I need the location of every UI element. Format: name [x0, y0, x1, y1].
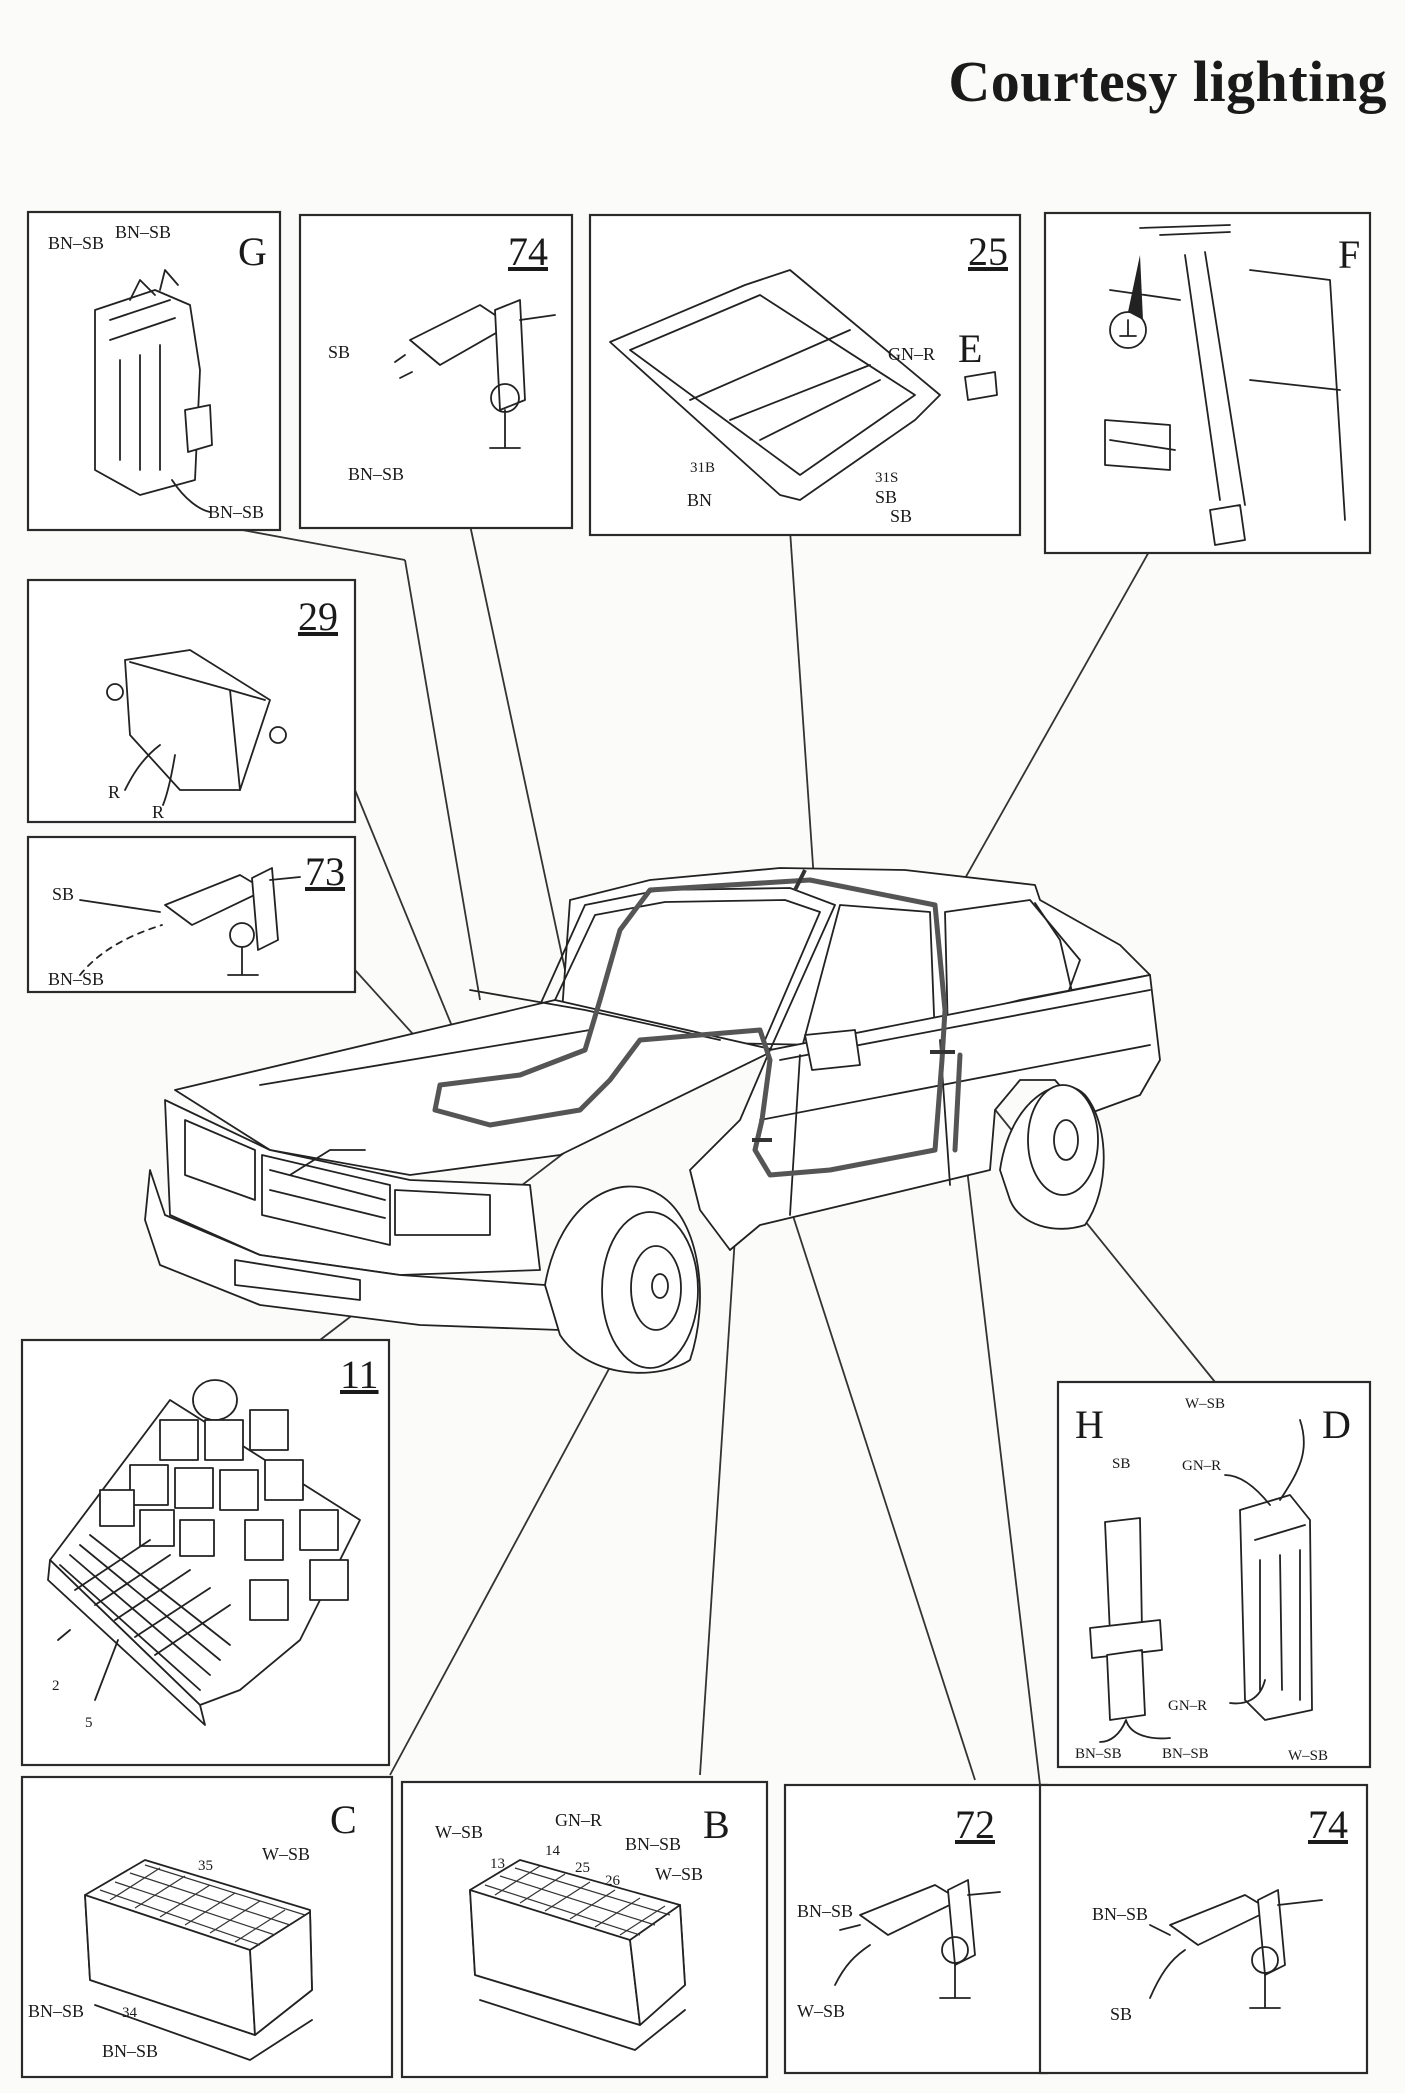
panel-g: G BN–SB BN–SB BN–SB [26, 210, 282, 532]
label-11-1: 2 [52, 1678, 60, 1694]
panel-hd: H D W–SB GN–R SB GN–R BN–SB BN–SB W–SB [1056, 1380, 1372, 1769]
label-b-6: 25 [575, 1860, 590, 1876]
connector-b-illustration [469, 1859, 686, 2051]
panel-f: F [1043, 211, 1372, 555]
label-hd-7: W–SB [1288, 1748, 1328, 1764]
label-c-4: 34 [122, 2005, 138, 2021]
panel-b: B W–SB GN–R BN–SB 13 14 25 26 W–SB [400, 1780, 769, 2079]
panel-c: C 35 W–SB BN–SB 34 BN–SB [20, 1775, 394, 2079]
label-73-2: BN–SB [48, 969, 104, 989]
label-b-4: 13 [490, 1856, 505, 1872]
panel-11-id: 11 [340, 1352, 379, 1397]
label-c-1: 35 [198, 1858, 213, 1874]
connector-h-illustration [1089, 1517, 1171, 1743]
panel-25-id: 25 [968, 229, 1008, 274]
panel-74b-id: 74 [1308, 1802, 1348, 1847]
label-25-31b: 31B [690, 460, 715, 476]
panel-b-id: B [703, 1802, 730, 1847]
panel-74-top: 74 SB BN–SB [298, 213, 574, 530]
label-74b-2: SB [1110, 2004, 1132, 2024]
label-73-1: SB [52, 884, 74, 904]
panel-74a-id: 74 [508, 229, 548, 274]
panel-29-id: 29 [298, 594, 338, 639]
label-hd-4: GN–R [1168, 1698, 1207, 1714]
label-b-8: W–SB [655, 1864, 703, 1884]
label-25-sb1: SB [875, 487, 897, 507]
label-25-bn: BN [687, 490, 712, 510]
car-illustration [144, 867, 1161, 1374]
label-b-3: BN–SB [625, 1834, 681, 1854]
courtesy-light-25-illustration [609, 269, 998, 501]
panel-73: 73 SB BN–SB [26, 835, 357, 994]
door-switch-74a-illustration [394, 299, 556, 449]
label-c-5: BN–SB [102, 2041, 158, 2061]
panel-73-id: 73 [305, 849, 345, 894]
door-switch-73-illustration [79, 867, 301, 976]
label-g-2: BN–SB [115, 222, 171, 242]
label-g-3: BN–SB [208, 502, 264, 522]
page-title: Courtesy lighting [948, 49, 1387, 114]
label-74a-1: SB [328, 342, 350, 362]
panel-c-id: C [330, 1797, 357, 1842]
label-hd-6: BN–SB [1162, 1746, 1209, 1762]
control-module-29-illustration [106, 649, 287, 806]
label-hd-3: SB [1112, 1456, 1130, 1472]
connector-g-illustration [94, 269, 213, 513]
door-switch-72-illustration [834, 1879, 1001, 1999]
panel-25: 25 E GN–R 31B BN 31S SB SB [588, 213, 1022, 537]
label-74a-2: BN–SB [348, 464, 404, 484]
label-c-2: W–SB [262, 1844, 310, 1864]
label-hd-2: GN–R [1182, 1458, 1221, 1474]
panel-29: 29 R R [26, 578, 357, 824]
label-g-1: BN–SB [48, 233, 104, 253]
label-b-5: 14 [545, 1843, 561, 1859]
label-b-7: 26 [605, 1873, 621, 1889]
panel-g-id: G [238, 229, 267, 274]
panel-d-id: D [1322, 1402, 1351, 1447]
label-25-gnr: GN–R [888, 344, 935, 364]
label-29-2: R [152, 802, 164, 822]
fuse-relay-box-11-illustration [47, 1379, 361, 1726]
label-b-1: W–SB [435, 1822, 483, 1842]
label-25-31s: 31S [875, 470, 898, 486]
connector-d-illustration [1224, 1419, 1313, 1721]
label-72-1: BN–SB [797, 1901, 853, 1921]
label-b-2: GN–R [555, 1810, 602, 1830]
connector-c-illustration [84, 1859, 313, 2061]
label-hd-1: W–SB [1185, 1396, 1225, 1412]
label-74b-1: BN–SB [1092, 1904, 1148, 1924]
panel-h-id: H [1075, 1402, 1104, 1447]
panel-11: 11 2 5 [20, 1338, 391, 1767]
label-72-2: W–SB [797, 2001, 845, 2021]
panel-72: 72 BN–SB W–SB [783, 1783, 1049, 2075]
label-11-2: 5 [85, 1715, 93, 1731]
label-hd-5: BN–SB [1075, 1746, 1122, 1762]
panel-f-id: F [1338, 232, 1360, 277]
panel-e-id: E [958, 326, 982, 371]
label-c-3: BN–SB [28, 2001, 84, 2021]
label-29-1: R [108, 782, 120, 802]
panel-74-bottom: 74 BN–SB SB [1038, 1783, 1369, 2075]
label-25-sb2: SB [890, 506, 912, 526]
panel-72-id: 72 [955, 1802, 995, 1847]
door-pillar-f-illustration [1104, 224, 1346, 546]
door-switch-74b-illustration [1149, 1889, 1323, 2009]
